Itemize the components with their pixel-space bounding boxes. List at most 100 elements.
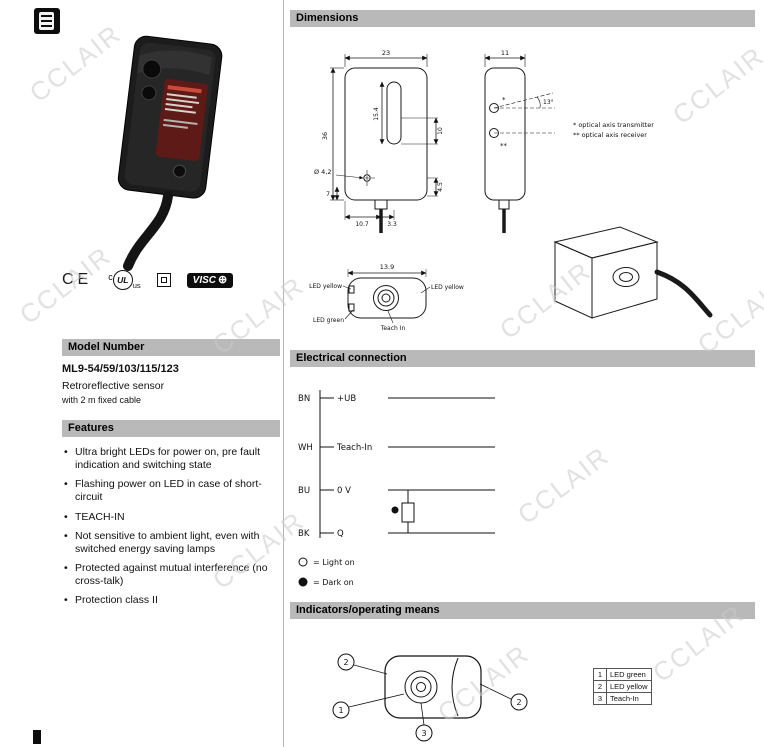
perspective-cable xyxy=(654,269,713,318)
certifications: CE c UL us VISC ⊕ xyxy=(62,270,280,290)
label-led-green: LED green xyxy=(313,317,344,324)
legend-label: LED green xyxy=(606,668,652,681)
features-list: Ultra bright LEDs for power on, pre faul… xyxy=(62,446,280,607)
front-view: 23 36 15.4 10 4.5 Ø 4,2 7 xyxy=(314,49,444,233)
wire-abbr: WH xyxy=(298,443,313,453)
legend-label: LED yellow xyxy=(606,680,652,693)
sensor-lens xyxy=(142,59,162,79)
callout-label: 2 xyxy=(516,698,521,707)
dim-front-width: 23 xyxy=(382,49,390,57)
wire-abbr: BU xyxy=(298,486,310,496)
dim-right-2: 4.5 xyxy=(437,182,444,192)
wire-label: Teach-In xyxy=(336,443,372,453)
wire-label: +UB xyxy=(337,394,356,404)
sensor-lens-2 xyxy=(141,85,157,101)
wire-row-bn: BN +UB xyxy=(298,394,495,404)
product-info: Model Number ML9-54/59/103/115/123 Retro… xyxy=(62,339,280,613)
dimensions-drawing: 23 36 15.4 10 4.5 Ø 4,2 7 xyxy=(309,49,713,332)
star-receiver: ** xyxy=(500,142,508,150)
callout-label: 3 xyxy=(421,729,426,738)
callout-label: 2 xyxy=(343,658,348,667)
dim-slot: 15.4 xyxy=(373,107,380,121)
ul-icon: UL xyxy=(112,270,133,290)
star-transmitter: * xyxy=(502,96,506,104)
protection-class-ii-icon xyxy=(156,273,171,287)
note-transmitter: * optical axis transmitter xyxy=(573,121,654,129)
dark-on-dot xyxy=(391,506,399,514)
bottom-view: 13.9 LED yellow LED green Teach In LED y… xyxy=(309,263,464,332)
feature-item: Protection class II xyxy=(62,594,280,607)
cul-c: c xyxy=(108,272,113,282)
perspective-view xyxy=(553,226,713,319)
callout-2-top: 2 xyxy=(337,653,388,675)
callout-label: 1 xyxy=(338,706,343,715)
note-receiver: ** optical axis receiver xyxy=(573,131,647,139)
dim-bottom-width: 13.9 xyxy=(380,263,394,271)
side-view: * ** 13° 11 xyxy=(484,49,555,233)
legend-row: 1 LED green xyxy=(593,668,652,681)
visco-logo: VISC ⊕ xyxy=(186,272,234,288)
brand-icon xyxy=(34,8,60,34)
legend-num: 3 xyxy=(593,692,607,705)
feature-item: Ultra bright LEDs for power on, pre faul… xyxy=(62,446,280,472)
ce-mark: CE xyxy=(62,271,93,288)
feature-item: Flashing power on LED in case of short-c… xyxy=(62,478,280,504)
dim-right: 10 xyxy=(437,127,444,135)
feature-item: Protected against mutual interference (n… xyxy=(62,562,280,588)
callout-3: 3 xyxy=(415,702,433,742)
feature-item: Not sensitive to ambient light, even wit… xyxy=(62,530,280,556)
wire-row-bu: BU 0 V xyxy=(298,486,495,496)
page-edge-mark xyxy=(33,730,41,744)
product-type: Retroreflective sensor xyxy=(62,380,165,392)
dim-side-width: 11 xyxy=(501,49,509,57)
light-on-label: = Light on xyxy=(313,558,355,567)
dim-hole: Ø 4,2 xyxy=(314,168,332,176)
feature-item: TEACH-IN xyxy=(62,511,280,524)
legend-num: 1 xyxy=(593,668,607,681)
brand-icon-inner xyxy=(39,12,54,30)
label-led-yellow-right: LED yellow xyxy=(431,284,464,291)
wire-abbr: BN xyxy=(298,394,310,404)
legend-row: 3 Teach-In xyxy=(593,692,652,705)
features-header: Features xyxy=(62,420,280,437)
dim-bottom-1: 10.7 xyxy=(355,221,369,228)
visco-text: VISC xyxy=(192,274,216,286)
switching-legend: = Light on = Dark on xyxy=(298,557,355,587)
label-led-yellow-left: LED yellow xyxy=(309,283,342,290)
model-number: ML9-54/59/103/115/123 xyxy=(62,363,179,375)
callout-2-right: 2 xyxy=(479,683,528,711)
wire-label: Q xyxy=(337,529,344,539)
legend-row: 2 LED yellow xyxy=(593,680,652,693)
column-divider xyxy=(283,0,284,747)
indicators-header: Indicators/operating means xyxy=(290,602,755,619)
visco-plus-icon: ⊕ xyxy=(218,274,228,286)
wire-row-wh: WH Teach-In xyxy=(298,443,495,453)
dimensions-header: Dimensions xyxy=(290,10,755,27)
load-resistor xyxy=(391,490,415,533)
sensor-cable xyxy=(123,191,173,271)
electrical-diagram: BN +UB WH Teach-In BU 0 V BK Q xyxy=(298,390,495,587)
wire-abbr: BK xyxy=(298,529,310,539)
indicators-drawing: 2 1 3 2 xyxy=(332,653,528,742)
wire-label: 0 V xyxy=(337,486,351,496)
dim-left-small: 7 xyxy=(326,191,330,198)
cul-mark: c UL us xyxy=(108,270,141,290)
legend-label: Teach-In xyxy=(606,692,652,705)
dark-on-icon xyxy=(298,577,308,587)
cul-us: us xyxy=(132,281,141,290)
product-photo xyxy=(117,35,223,271)
electrical-header: Electrical connection xyxy=(290,350,755,367)
light-on-icon xyxy=(298,557,308,567)
dim-angle: 13° xyxy=(543,99,554,106)
dark-on-label: = Dark on xyxy=(313,578,354,587)
optical-axis-notes: * optical axis transmitter ** optical ax… xyxy=(573,121,654,139)
dim-bottom-2: 3.3 xyxy=(387,221,397,228)
indicators-legend-table: 1 LED green 2 LED yellow 3 Teach-In xyxy=(593,668,652,705)
callout-1: 1 xyxy=(332,693,405,719)
legend-num: 2 xyxy=(593,680,607,693)
label-teach-in: Teach In xyxy=(380,325,406,332)
cable-note: with 2 m fixed cable xyxy=(62,395,142,405)
dim-front-height: 36 xyxy=(321,132,329,140)
model-number-header: Model Number xyxy=(62,339,280,356)
teach-button xyxy=(173,164,187,178)
